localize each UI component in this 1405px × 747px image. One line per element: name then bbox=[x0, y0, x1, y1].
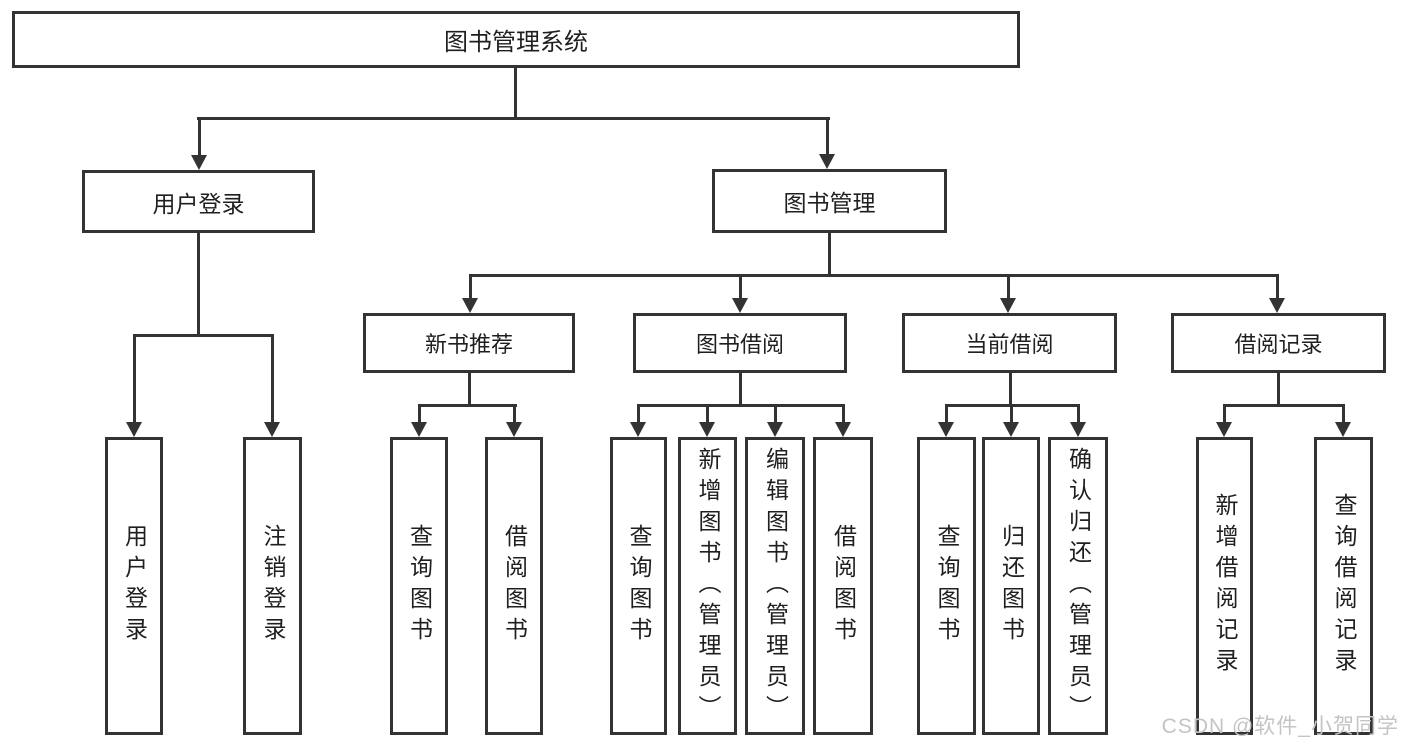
arrow-head bbox=[1003, 422, 1019, 437]
arrow-head bbox=[411, 422, 427, 437]
arrow-head bbox=[819, 154, 835, 169]
connector-line bbox=[133, 334, 274, 337]
arrow-head bbox=[126, 422, 142, 437]
connector-line bbox=[469, 274, 472, 299]
leaf-label: 查询图书 bbox=[406, 524, 433, 648]
leaf-cb-return-books: 归还图书 bbox=[982, 437, 1040, 735]
arrow-head bbox=[835, 422, 851, 437]
arrow-head bbox=[1269, 298, 1285, 313]
leaf-br-add-borrow-record: 新增借阅记录 bbox=[1196, 437, 1253, 735]
arrow-head bbox=[767, 422, 783, 437]
node-label: 当前借阅 bbox=[965, 332, 1054, 357]
connector-line bbox=[1010, 404, 1013, 423]
leaf-user-login: 用户登录 bbox=[105, 437, 163, 735]
arrow-head bbox=[1000, 298, 1016, 313]
connector-line bbox=[468, 373, 471, 407]
connector-line bbox=[418, 404, 517, 407]
node-new-book-recommendation: 新书推荐 bbox=[363, 313, 575, 373]
leaf-nbr-query-books: 查询图书 bbox=[390, 437, 448, 735]
connector-line bbox=[945, 404, 948, 423]
leaf-nbr-borrow-books: 借阅图书 bbox=[485, 437, 543, 735]
connector-line bbox=[418, 404, 421, 423]
leaf-cb-confirm-return-admin: 确认归还（管理员） bbox=[1048, 437, 1108, 735]
arrow-head bbox=[699, 422, 715, 437]
leaf-logout: 注销登录 bbox=[243, 437, 302, 735]
connector-line bbox=[1277, 373, 1280, 407]
connector-line bbox=[197, 117, 830, 120]
leaf-label: 新增借阅记录 bbox=[1212, 493, 1238, 679]
arrow-head bbox=[732, 298, 748, 313]
leaf-label: 查询图书 bbox=[626, 524, 652, 648]
connector-line bbox=[1009, 373, 1012, 407]
node-label: 图书管理系统 bbox=[444, 29, 588, 56]
connector-line bbox=[1276, 274, 1279, 299]
connector-line bbox=[774, 404, 777, 423]
leaf-label: 注销登录 bbox=[260, 524, 286, 648]
connector-line bbox=[828, 233, 831, 277]
connector-line bbox=[637, 404, 845, 407]
connector-line bbox=[637, 404, 640, 423]
arrow-head bbox=[630, 422, 646, 437]
leaf-label: 归还图书 bbox=[998, 524, 1025, 648]
connector-line bbox=[1223, 404, 1345, 407]
leaf-label: 新增图书（管理员） bbox=[695, 446, 721, 726]
leaf-label: 查询图书 bbox=[934, 524, 960, 648]
leaf-label: 确认归还（管理员） bbox=[1065, 446, 1092, 726]
arrow-head bbox=[191, 155, 207, 170]
connector-line bbox=[1077, 404, 1080, 423]
arrow-head bbox=[462, 298, 478, 313]
leaf-bb-edit-books-admin: 编辑图书（管理员） bbox=[745, 437, 805, 735]
connector-line bbox=[739, 373, 742, 407]
arrow-head bbox=[506, 422, 522, 437]
leaf-label: 查询借阅记录 bbox=[1331, 493, 1357, 679]
arrow-head bbox=[264, 422, 280, 437]
connector-line bbox=[739, 274, 742, 299]
leaf-label: 借阅图书 bbox=[830, 524, 857, 648]
leaf-label: 用户登录 bbox=[121, 524, 148, 648]
connector-line bbox=[842, 404, 845, 423]
node-label: 借阅记录 bbox=[1234, 332, 1323, 357]
connector-line bbox=[826, 117, 829, 155]
node-label: 图书管理 bbox=[783, 190, 876, 216]
connector-line bbox=[514, 68, 517, 120]
connector-line bbox=[1007, 274, 1010, 299]
connector-line bbox=[513, 404, 516, 423]
leaf-br-query-borrow-record: 查询借阅记录 bbox=[1314, 437, 1373, 735]
connector-line bbox=[1342, 404, 1345, 423]
leaf-label: 借阅图书 bbox=[501, 524, 528, 648]
leaf-bb-query-books: 查询图书 bbox=[610, 437, 667, 735]
node-book-management: 图书管理 bbox=[712, 169, 947, 233]
connector-line bbox=[271, 334, 274, 423]
node-label: 新书推荐 bbox=[424, 332, 513, 357]
watermark: CSDN @软件_小贺同学 bbox=[1161, 715, 1399, 738]
node-current-borrowing: 当前借阅 bbox=[902, 313, 1117, 373]
node-label: 用户登录 bbox=[152, 190, 245, 217]
connector-line bbox=[198, 117, 201, 156]
node-borrowing-records: 借阅记录 bbox=[1171, 313, 1386, 373]
node-book-borrowing: 图书借阅 bbox=[633, 313, 847, 373]
arrow-head bbox=[1216, 422, 1232, 437]
connector-line bbox=[469, 274, 1279, 277]
node-label: 图书借阅 bbox=[695, 332, 784, 357]
leaf-bb-add-books-admin: 新增图书（管理员） bbox=[678, 437, 737, 735]
leaf-cb-query-books: 查询图书 bbox=[917, 437, 976, 735]
connector-line bbox=[706, 404, 709, 423]
arrow-head bbox=[1070, 422, 1086, 437]
connector-line bbox=[133, 334, 136, 423]
connector-line bbox=[197, 233, 200, 337]
arrow-head bbox=[938, 422, 954, 437]
node-user-login: 用户登录 bbox=[82, 170, 315, 233]
connector-line bbox=[1223, 404, 1226, 423]
node-library-management-system: 图书管理系统 bbox=[12, 11, 1020, 68]
leaf-label: 编辑图书（管理员） bbox=[762, 446, 789, 726]
arrow-head bbox=[1335, 422, 1351, 437]
leaf-bb-borrow-books: 借阅图书 bbox=[813, 437, 873, 735]
